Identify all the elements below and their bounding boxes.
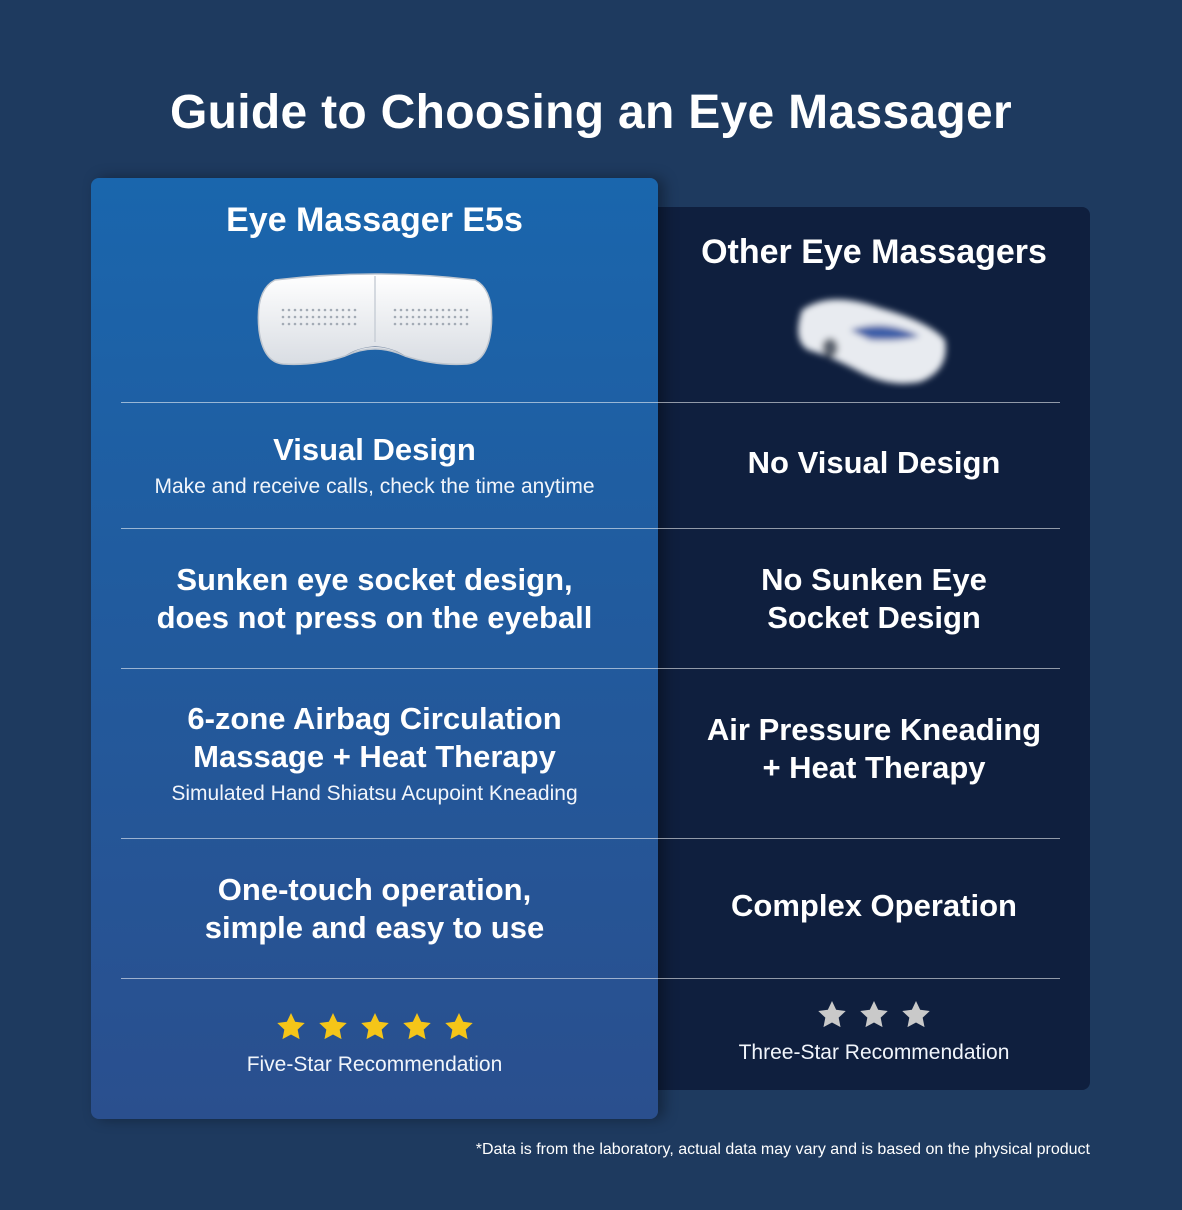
row-divider: [121, 838, 1060, 839]
five-star-rating: [275, 1011, 475, 1043]
star-icon: [402, 1013, 431, 1040]
other-rating-cell: Three-Star Recommendation: [658, 988, 1090, 1078]
ours-row-subtext: Simulated Hand Shiatsu Acupoint Kneading: [171, 781, 578, 805]
other-airbag-cell: Air Pressure Kneading + Heat Therapy: [658, 669, 1090, 829]
ours-operation-cell: One-touch operation, simple and easy to …: [91, 839, 658, 978]
star-icon: [902, 1001, 930, 1028]
page-title: Guide to Choosing an Eye Massager: [169, 86, 1013, 139]
other-row-text: Complex Operation: [731, 888, 1017, 923]
star-icon: [276, 1013, 305, 1040]
other-row-text-line1: Air Pressure Kneading: [706, 712, 1042, 747]
ours-column-header: Eye Massager E5s: [91, 196, 658, 244]
star-icon: [444, 1013, 473, 1040]
other-row-text-line1: No Sunken Eye: [761, 561, 987, 597]
ours-rating-label: Five-Star Recommendation: [246, 1053, 503, 1076]
ours-row-heading-line2: Massage + Heat Therapy: [193, 738, 556, 774]
star-icon: [318, 1013, 347, 1040]
ours-row-heading: Visual Design: [273, 431, 476, 467]
row-divider: [121, 978, 1060, 979]
star-icon: [818, 1001, 846, 1028]
eye-massager-blurred-icon: [798, 299, 946, 384]
other-eye-socket-cell: No Sunken Eye Socket Design: [658, 529, 1090, 668]
three-star-rating: [816, 999, 932, 1031]
ours-row-heading-line2: simple and easy to use: [204, 909, 545, 945]
other-column-header: Other Eye Massagers: [658, 228, 1090, 276]
other-row-text-line2: + Heat Therapy: [762, 750, 986, 785]
ours-row-heading-line1: Sunken eye socket design,: [176, 561, 573, 597]
row-divider: [121, 402, 1060, 403]
ours-row-heading-line1: One-touch operation,: [217, 871, 532, 907]
eye-massager-white-icon: [257, 273, 493, 366]
ours-eye-socket-cell: Sunken eye socket design, does not press…: [91, 529, 658, 668]
other-row-text: No Visual Design: [747, 445, 1001, 480]
row-divider: [121, 668, 1060, 669]
other-visual-design-cell: No Visual Design: [658, 403, 1090, 523]
other-rating-label: Three-Star Recommendation: [738, 1041, 1010, 1064]
ours-row-subtext: Make and receive calls, check the time a…: [154, 474, 595, 498]
ours-row-heading-line2: does not press on the eyeball: [156, 599, 593, 635]
other-operation-cell: Complex Operation: [658, 839, 1090, 973]
ours-column-title: Eye Massager E5s: [226, 200, 523, 239]
ours-airbag-cell: 6-zone Airbag Circulation Massage + Heat…: [91, 669, 658, 838]
ours-rating-cell: Five-Star Recommendation: [91, 1000, 658, 1090]
star-icon: [360, 1013, 389, 1040]
ours-visual-design-cell: Visual Design Make and receive calls, ch…: [91, 403, 658, 528]
ours-row-heading-line1: 6-zone Airbag Circulation: [187, 700, 562, 736]
footnote: *Data is from the laboratory, actual dat…: [475, 1141, 1090, 1158]
star-icon: [860, 1001, 888, 1028]
other-row-text-line2: Socket Design: [767, 599, 981, 635]
other-column-title: Other Eye Massagers: [701, 232, 1047, 271]
row-divider: [121, 528, 1060, 529]
